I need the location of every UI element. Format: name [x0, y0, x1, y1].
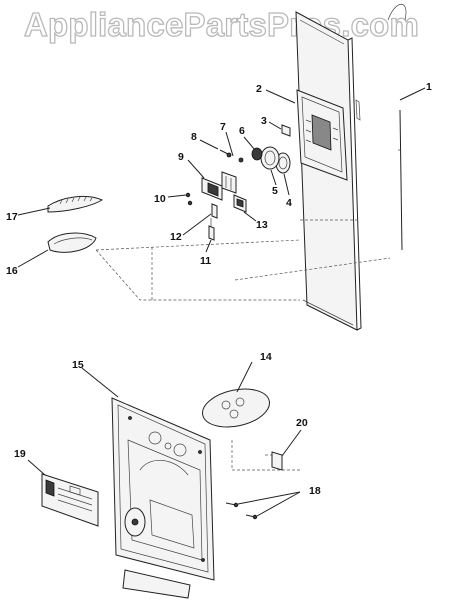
callout-4: 4 [286, 197, 292, 209]
assembly-lines [95, 219, 391, 471]
callout-2: 2 [256, 83, 262, 95]
callout-6: 6 [239, 125, 245, 137]
callout-19: 19 [14, 448, 26, 460]
callout-17: 17 [6, 211, 18, 223]
dispenser-levers [47, 195, 104, 253]
watermark-text: AppliancePartsPros.com [24, 6, 419, 43]
leader-lines [17, 87, 426, 517]
screws-18 [225, 502, 258, 520]
callout-12: 12 [170, 231, 182, 243]
callout-14: 14 [260, 351, 272, 363]
callout-15: 15 [72, 359, 84, 371]
dispenser-housing [111, 397, 215, 599]
callout-8: 8 [191, 131, 197, 143]
callout-9: 9 [178, 151, 184, 163]
callout-7: 7 [220, 121, 226, 133]
part-20-bracket [271, 451, 283, 471]
dispenser-panel [295, 3, 407, 331]
callout-11: 11 [200, 255, 211, 267]
callout-1: 1 [426, 81, 432, 93]
callout-3: 3 [261, 115, 267, 127]
callout-20: 20 [296, 417, 308, 429]
insulation-disc [202, 388, 270, 428]
switch-parts [185, 124, 291, 241]
callout-16: 16 [6, 265, 18, 277]
callout-labels: 1 2 3 4 5 6 7 8 9 10 11 12 13 14 15 16 1… [6, 81, 432, 497]
callout-18: 18 [309, 485, 321, 497]
control-board [41, 473, 99, 527]
callout-10: 10 [154, 193, 166, 205]
callout-13: 13 [256, 219, 268, 231]
callout-5: 5 [272, 185, 278, 197]
